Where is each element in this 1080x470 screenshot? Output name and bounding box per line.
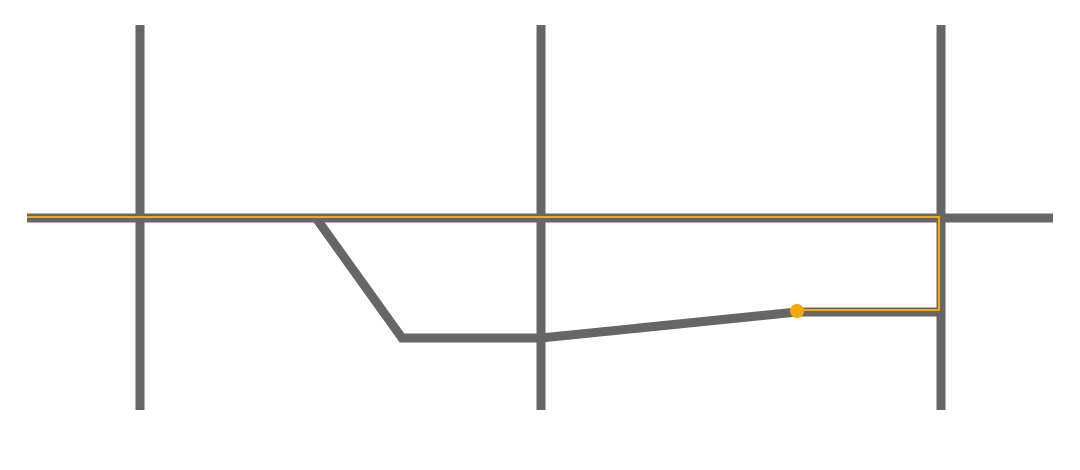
location-dot-icon[interactable] — [790, 304, 804, 318]
road-lower-branch — [312, 215, 941, 343]
route-path — [27, 216, 940, 311]
